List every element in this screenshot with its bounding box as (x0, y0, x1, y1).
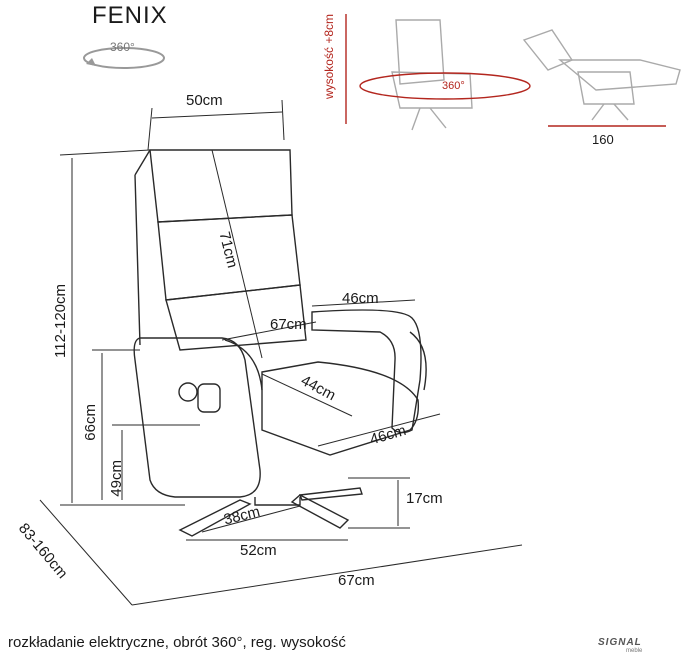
dim-base-height: 17cm (406, 490, 443, 507)
seat-cushion (261, 361, 420, 456)
left-armrest (133, 337, 261, 498)
dim-base-depth: 52cm (240, 542, 277, 559)
logo-text: SIGNAL (598, 637, 642, 648)
thumb-recline-length: 160 (592, 132, 614, 147)
swivel-column (254, 497, 301, 506)
dim-seat-height: 49cm (108, 460, 125, 497)
dim-total-height: 112-120cm (52, 284, 69, 358)
rotation-360-icon: 360° (76, 36, 172, 76)
product-description: rozkładanie elektryczne, obrót 360°, reg… (8, 634, 346, 651)
thumb-rotation-label: 360° (442, 80, 465, 92)
dim-overall-width: 67cm (338, 572, 375, 589)
product-title: FENIX (92, 2, 168, 29)
right-armrest (311, 309, 422, 434)
thumb-height-adjust: wysokość +8cm (322, 14, 336, 100)
backrest-side (134, 149, 151, 346)
base-leg-right (290, 494, 350, 529)
dim-armrest-length: 46cm (342, 290, 379, 307)
dim-inner-width: 67cm (270, 316, 307, 333)
dim-width-top: 50cm (186, 92, 223, 109)
rotation-label: 360° (110, 40, 135, 54)
dim-arm-height: 66cm (82, 404, 99, 441)
logo-sub: meble (626, 648, 643, 654)
thumbnail-reclined-chair (522, 29, 681, 121)
backrest-low-cushion (165, 284, 307, 351)
signal-logo: SIGNAL meble (596, 636, 656, 658)
remote-control-icon (178, 382, 221, 413)
base-leg-back (299, 487, 363, 501)
base-leg-left (178, 499, 252, 537)
rotation-arrow-icon (345, 14, 531, 124)
